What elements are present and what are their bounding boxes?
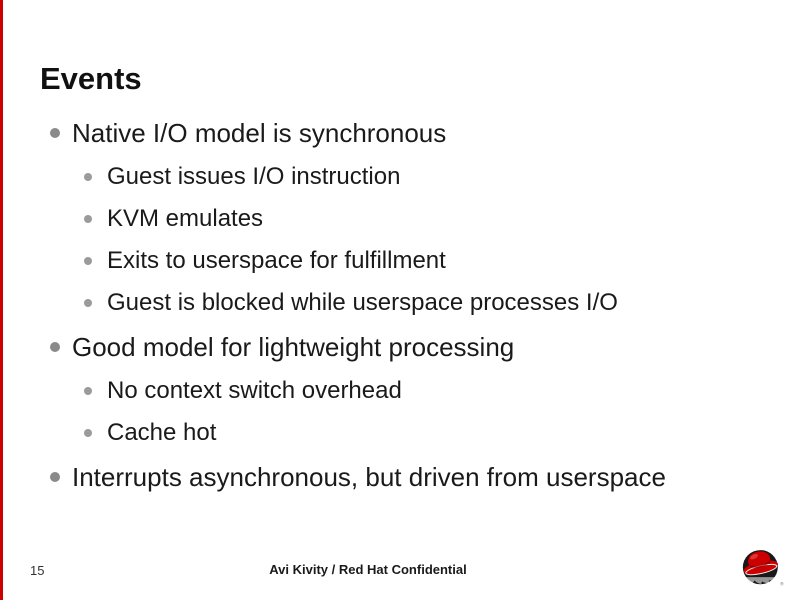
bullet-dot-icon <box>50 128 60 138</box>
bullet-text: Interrupts asynchronous, but driven from… <box>72 461 666 492</box>
bullet-item-level2: Guest issues I/O instruction <box>0 156 780 198</box>
bullet-dot-icon <box>50 342 60 352</box>
bullet-text: Good model for lightweight processing <box>72 331 515 362</box>
bullet-text: Exits to userspace for fulfillment <box>107 247 446 274</box>
bullet-text: KVM emulates <box>107 205 264 232</box>
bullet-item-level1: Interrupts asynchronous, but driven from… <box>0 454 780 500</box>
bullet-item-level2: KVM emulates <box>0 198 780 240</box>
bullet-dot-icon <box>84 429 92 437</box>
svg-text:®: ® <box>780 582 783 587</box>
left-accent-bar <box>0 0 3 600</box>
page-number: 15 <box>30 563 45 578</box>
bullet-dot-icon <box>50 472 60 482</box>
bullet-dot-icon <box>84 387 92 395</box>
bullet-item-level2: No context switch overhead <box>0 370 780 412</box>
bullet-text: No context switch overhead <box>107 377 402 404</box>
footer-confidential-text: Avi Kivity / Red Hat Confidential <box>269 562 467 577</box>
bullet-text: Guest issues I/O instruction <box>107 163 401 190</box>
bullet-dot-icon <box>84 257 92 265</box>
bullet-dot-icon <box>84 215 92 223</box>
bullet-item-level2: Cache hot <box>0 412 780 454</box>
bullet-text: Native I/O model is synchronous <box>72 117 447 148</box>
bullet-text: Cache hot <box>107 419 217 446</box>
redhat-shadowman-logo-icon: ® <box>742 550 783 587</box>
bullet-item-level2: Guest is blocked while userspace process… <box>0 282 780 324</box>
bullet-text: Guest is blocked while userspace process… <box>107 289 618 316</box>
bullet-dot-icon <box>84 173 92 181</box>
bullet-item-level1: Good model for lightweight processing <box>0 324 780 370</box>
bullet-dot-icon <box>84 299 92 307</box>
bullet-item-level2: Exits to userspace for fulfillment <box>0 240 780 282</box>
bullet-list: Native I/O model is synchronous Guest is… <box>0 110 780 500</box>
bullet-item-level1: Native I/O model is synchronous <box>0 110 780 156</box>
slide-title: Events <box>40 60 142 96</box>
